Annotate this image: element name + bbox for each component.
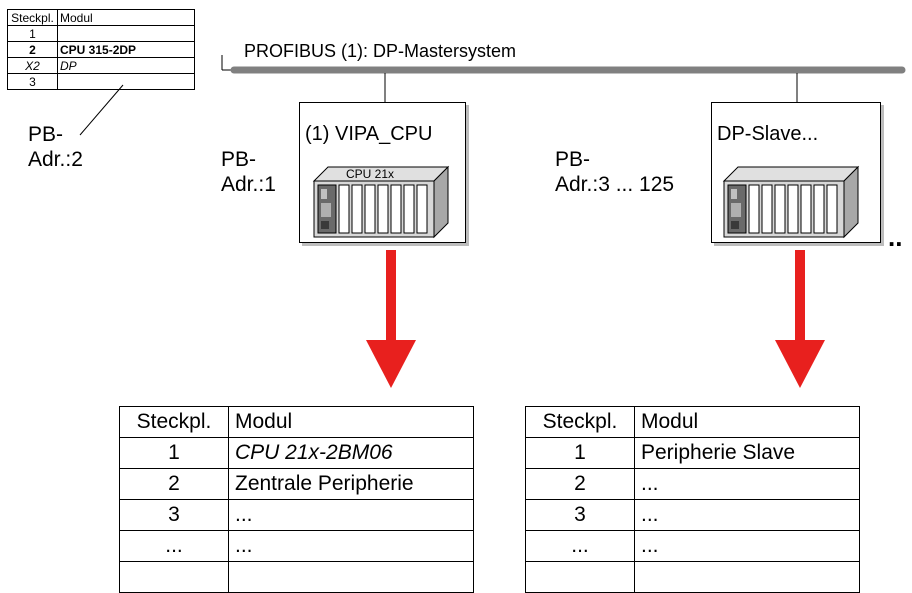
cpu-table-slot: ... [119, 530, 229, 562]
cpu-table-module: CPU 21x-2BM06 [228, 437, 474, 469]
address-pointer-line [79, 84, 124, 136]
table-row [525, 561, 860, 593]
cpu-module-label: CPU 21x [346, 167, 395, 181]
cpu-station-title: (1) VIPA_CPU [305, 123, 433, 145]
cpu-table-slot [119, 561, 229, 593]
table-row: Steckpl. Modul [7, 9, 195, 26]
rack-table: Steckpl. Modul 1 2 CPU 315-2DP X2 DP 3 [7, 9, 195, 90]
cpu-address-line2: Adr.:1 [221, 173, 276, 196]
master-address-label: PB- Adr.:2 [28, 122, 83, 172]
rack-slot: 1 [7, 25, 58, 42]
table-row: 1 CPU 21x-2BM06 [119, 437, 474, 469]
rack-header-module: Modul [57, 9, 195, 26]
cpu-table-slot: 3 [119, 499, 229, 531]
slave-address-label: PB- Adr.:3 ... 125 [555, 147, 674, 197]
table-row: 1 [7, 25, 195, 42]
slave-table-header-slot: Steckpl. [525, 406, 635, 438]
cpu-rack-icon [312, 165, 450, 239]
table-row: X2 DP [7, 57, 195, 74]
slave-station-title: DP-Slave... [717, 123, 819, 145]
cpu-table-header-slot: Steckpl. [119, 406, 229, 438]
table-row: 3 ... [525, 499, 860, 531]
table-row: 2 Zentrale Peripherie [119, 468, 474, 500]
cpu-address-line1: PB- [221, 148, 257, 171]
slave-table-module: ... [634, 468, 860, 500]
slave-table-slot: 3 [525, 499, 635, 531]
rack-module [57, 25, 195, 42]
cpu-table-module: Zentrale Peripherie [228, 468, 474, 500]
master-address-line2: Adr.:2 [28, 148, 83, 171]
slave-table-module: Peripherie Slave [634, 437, 860, 469]
cpu-table-slot: 1 [119, 437, 229, 469]
slave-address-line1: PB- [555, 148, 591, 171]
table-row: Steckpl. Modul [119, 406, 474, 438]
table-row [119, 561, 474, 593]
rack-module: CPU 315-2DP [57, 41, 195, 58]
slave-table-module: ... [634, 530, 860, 562]
cpu-table-module: ... [228, 530, 474, 562]
cpu-table-header-module: Modul [228, 406, 474, 438]
table-row: ... ... [525, 530, 860, 562]
rack-module [57, 73, 195, 90]
rack-module: DP [57, 57, 195, 74]
cpu-table-module [228, 561, 474, 593]
slave-address-line2: Adr.:3 ... 125 [555, 173, 675, 196]
cpu-address-label: PB- Adr.:1 [221, 147, 276, 197]
rack-slot: X2 [7, 57, 58, 74]
master-address-line1: PB- [28, 123, 64, 146]
table-row: 3 [7, 73, 195, 90]
slave-slot-table: Steckpl. Modul 1 Peripherie Slave 2 ... … [525, 406, 860, 593]
table-row: 1 Peripherie Slave [525, 437, 860, 469]
cpu-slot-table: Steckpl. Modul 1 CPU 21x-2BM06 2 Zentral… [119, 406, 474, 593]
cpu-table-module: ... [228, 499, 474, 531]
slave-table-slot [525, 561, 635, 593]
rack-header-slot: Steckpl. [7, 9, 58, 26]
arrow-cpu [366, 250, 416, 388]
slave-rack-icon [722, 165, 860, 239]
table-row: 3 ... [119, 499, 474, 531]
more-stations-marker: .. [888, 222, 903, 252]
slave-station[interactable]: DP-Slave... [711, 102, 881, 243]
slave-table-header-module: Modul [634, 406, 860, 438]
arrow-slave [775, 250, 825, 388]
slave-table-slot: 1 [525, 437, 635, 469]
slave-table-slot: 2 [525, 468, 635, 500]
cpu-table-slot: 2 [119, 468, 229, 500]
slave-table-module [634, 561, 860, 593]
rack-slot: 3 [7, 73, 58, 90]
slave-table-slot: ... [525, 530, 635, 562]
slave-table-module: ... [634, 499, 860, 531]
rack-slot: 2 [7, 41, 58, 58]
table-row: ... ... [119, 530, 474, 562]
cpu-station[interactable]: (1) VIPA_CPU CPU 21x [299, 102, 466, 243]
bus-label: PROFIBUS (1): DP-Mastersystem [244, 41, 517, 61]
table-row: 2 ... [525, 468, 860, 500]
table-row: 2 CPU 315-2DP [7, 41, 195, 58]
table-row: Steckpl. Modul [525, 406, 860, 438]
